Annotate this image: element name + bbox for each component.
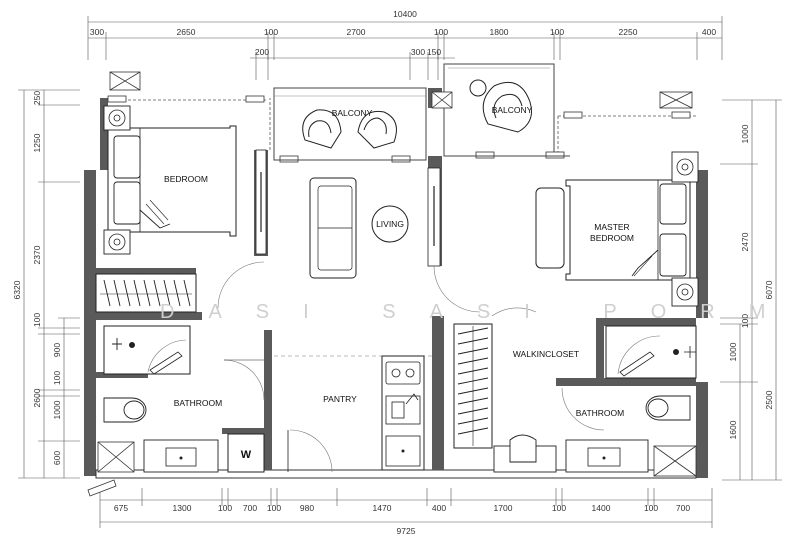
dim-bottom: 100 xyxy=(267,503,281,513)
dim-top: 2700 xyxy=(347,27,366,37)
pantry: PANTRY xyxy=(287,355,425,473)
dim-right-inner: 2500 xyxy=(764,390,774,409)
dim-right: 1000 xyxy=(740,124,750,143)
bathroom-left: BATHROOM W xyxy=(103,325,265,473)
bathroom-right: BATHROOM xyxy=(561,325,697,473)
dim-left: 2370 xyxy=(32,245,42,264)
bedroom: BEDROOM xyxy=(95,105,267,313)
master-bedroom: MASTER BEDROOM xyxy=(491,151,699,317)
dim-top: 100 xyxy=(264,27,278,37)
dim-left: 600 xyxy=(52,451,62,465)
dim-left: 1250 xyxy=(32,133,42,152)
dim-bottom: 700 xyxy=(676,503,690,513)
dim-bottom: 400 xyxy=(432,503,446,513)
dim-top: 400 xyxy=(702,27,716,37)
dim-top-sub: 200 xyxy=(255,47,269,57)
balcony-chairs-left xyxy=(302,109,397,149)
living: LIVING xyxy=(274,167,481,357)
watermark: DASI SASI PORM xyxy=(160,301,799,323)
dim-overall-top: 10400 xyxy=(393,9,417,19)
dim-right: 100 xyxy=(740,314,750,328)
room-label-balcony-right: BALCONY xyxy=(492,105,533,115)
dim-top: 300 xyxy=(90,27,104,37)
room-label-bedroom: BEDROOM xyxy=(164,174,208,184)
dim-right-total: 6070 xyxy=(764,280,774,299)
dim-bottom: 100 xyxy=(552,503,566,513)
dim-right: 1600 xyxy=(728,420,738,439)
walkin-closet: WALKINCLOSET xyxy=(453,323,579,473)
dim-top-sub: 150 xyxy=(427,47,441,57)
dim-top: 2250 xyxy=(619,27,638,37)
dim-top: 100 xyxy=(434,27,448,37)
dim-bottom: 1470 xyxy=(373,503,392,513)
dim-bottom: 100 xyxy=(218,503,232,513)
dim-bottom: 1700 xyxy=(494,503,513,513)
dim-left: 1000 xyxy=(52,400,62,419)
room-label-bathroom-right: BATHROOM xyxy=(576,408,624,418)
dim-left: 100 xyxy=(32,313,42,327)
dim-bottom: 100 xyxy=(644,503,658,513)
room-label-master-line2: BEDROOM xyxy=(590,233,634,243)
dim-left: 900 xyxy=(52,343,62,357)
dim-top: 100 xyxy=(550,27,564,37)
dimension-labels: 10400 300 2650 100 2700 100 1800 100 225… xyxy=(12,9,774,536)
walls xyxy=(84,71,708,497)
room-label-walkin: WALKINCLOSET xyxy=(513,349,579,359)
dimension-lines xyxy=(18,16,782,528)
dim-right: 1000 xyxy=(728,342,738,361)
room-label-living: LIVING xyxy=(376,219,404,229)
room-label-washer: W xyxy=(241,449,252,461)
dim-bottom: 1400 xyxy=(592,503,611,513)
dim-left: 100 xyxy=(52,371,62,385)
dim-bottom: 1300 xyxy=(173,503,192,513)
dim-left-inner: 2600 xyxy=(32,388,42,407)
dim-left-total: 6320 xyxy=(12,280,22,299)
balconies: BALCONY BALCONY xyxy=(273,63,555,161)
dim-left: 250 xyxy=(32,91,42,105)
room-label-master-line1: MASTER xyxy=(594,222,629,232)
overhead-lines xyxy=(107,95,696,163)
room-label-balcony-left: BALCONY xyxy=(332,108,373,118)
room-label-pantry: PANTRY xyxy=(323,394,357,404)
balcony-chair-right xyxy=(469,79,532,133)
dim-top: 2650 xyxy=(177,27,196,37)
dim-bottom: 675 xyxy=(114,503,128,513)
dim-bottom: 980 xyxy=(300,503,314,513)
room-label-bathroom-left: BATHROOM xyxy=(174,398,222,408)
dim-top-sub: 300 xyxy=(411,47,425,57)
dim-overall-bottom: 9725 xyxy=(397,526,416,536)
dim-top: 1800 xyxy=(490,27,509,37)
dim-right: 2470 xyxy=(740,232,750,251)
dim-bottom: 700 xyxy=(243,503,257,513)
